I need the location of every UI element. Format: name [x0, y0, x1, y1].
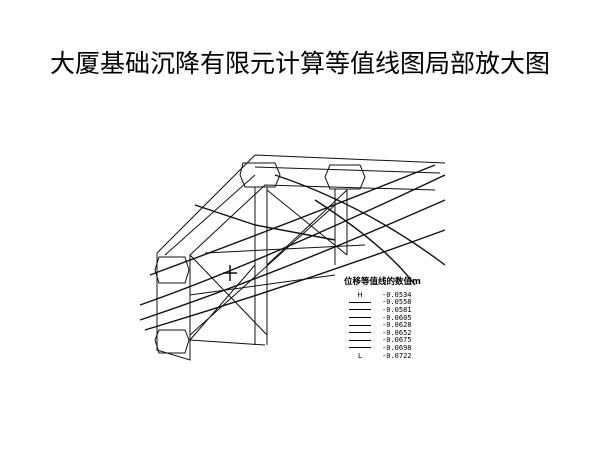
legend-symbol	[344, 332, 376, 334]
legend-symbol	[344, 301, 376, 303]
legend-value: -0.0605	[382, 313, 412, 322]
slide-title: 大厦基础沉降有限元计算等值线图局部放大图	[49, 49, 550, 78]
legend-line	[349, 317, 371, 319]
legend-value: -0.0581	[382, 305, 412, 314]
legend-line	[349, 324, 371, 326]
legend-row: -0.0628	[344, 321, 444, 329]
legend-row: -0.0698	[344, 344, 444, 352]
legend-value: -0.0722	[382, 351, 412, 360]
legend-value: -0.0628	[382, 321, 412, 330]
legend-row: L -0.0722	[344, 352, 444, 360]
legend-row: -0.0652	[344, 329, 444, 337]
legend-row: -0.0558	[344, 298, 444, 307]
legend-line	[349, 309, 371, 311]
legend-row: -0.0581	[344, 306, 444, 314]
legend-row: H -0.0534	[344, 291, 444, 299]
legend-line	[349, 301, 371, 303]
contour-legend: 位移等值线的数值m H-0.0534-0.0558-0.0581-0.0605-…	[344, 275, 444, 360]
legend-value: -0.0534	[382, 290, 412, 299]
legend-value: -0.0558	[382, 298, 412, 307]
legend-symbol: H	[357, 290, 363, 299]
legend-symbol	[344, 339, 376, 341]
legend-line	[349, 339, 371, 341]
legend-line	[349, 347, 371, 349]
legend-value: -0.0675	[382, 336, 412, 345]
legend-value: -0.0698	[382, 343, 412, 352]
legend-symbol	[344, 347, 376, 349]
legend-row: -0.0605	[344, 314, 444, 322]
legend-symbol	[344, 324, 376, 326]
legend-symbol: L	[358, 351, 362, 360]
legend-row: -0.0675	[344, 336, 444, 345]
legend-title: 位移等值线的数值m	[344, 277, 421, 287]
legend-symbol	[344, 309, 376, 311]
settlement-contour-diagram	[139, 154, 446, 361]
legend-line	[349, 332, 371, 334]
legend-value: -0.0652	[382, 328, 412, 337]
legend-symbol	[344, 317, 376, 319]
